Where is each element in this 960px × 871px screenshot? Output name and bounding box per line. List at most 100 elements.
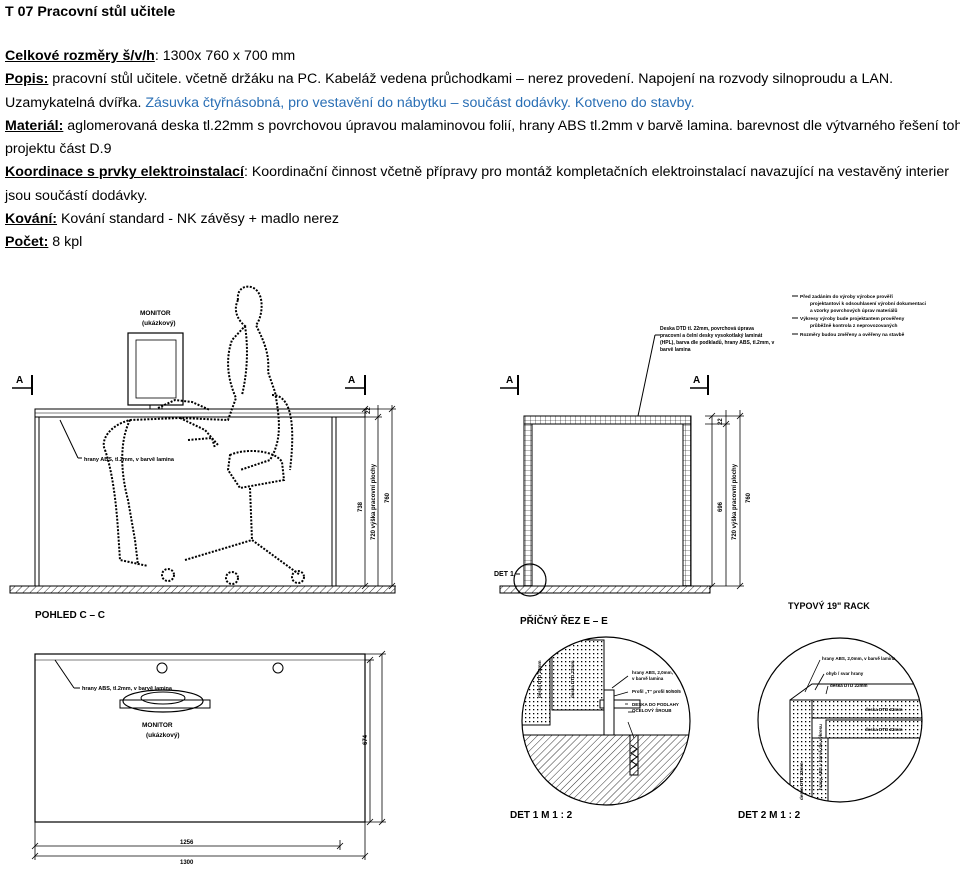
hardware-text: Kování standard - NK závěsy + madlo nere… xyxy=(57,211,339,228)
dim-760-e: 760 xyxy=(746,492,752,503)
hardware-row: Kování: Kování standard - NK závěsy + ma… xyxy=(5,208,957,231)
desk-side-right-e xyxy=(682,423,692,587)
description-label: Popis: xyxy=(5,71,49,88)
person-figure xyxy=(102,285,280,567)
hardware-label: Kování: xyxy=(5,211,58,228)
monitor-sublabel: (ukázkový) xyxy=(142,320,176,327)
monitor-side: MONITOR (ukázkový) xyxy=(127,310,184,410)
det1-marker: DET 1 xyxy=(494,571,514,578)
section-marker-a-e-left: A xyxy=(500,375,519,395)
coordination-row-cont: jsou součástí dodávky. xyxy=(5,187,148,204)
dim-674: 674 xyxy=(363,734,369,745)
marker-text: A xyxy=(348,375,355,386)
det2-note: ohyb / svar hrany xyxy=(826,671,864,676)
dim-720-e: 720 výška pracovní plochy xyxy=(732,463,738,540)
chair-figure xyxy=(161,394,305,585)
det1-note: hrany ABS, 2,0mm, xyxy=(632,670,673,675)
section-marker-a-right: A xyxy=(345,375,366,395)
description-row-2: Uzamykatelná dvířka. Zásuvka čtyřnásobná… xyxy=(5,92,957,115)
description-text: pracovní stůl učitele. včetně držáku na … xyxy=(48,71,894,88)
det2-note: deska DTD 22mm xyxy=(865,707,903,712)
coordination-text: : Koordinační činnost včetně přípravy pr… xyxy=(243,164,949,181)
dim-720-c: 720 výška pracovní plochy xyxy=(371,463,377,540)
dimensions-sep: : xyxy=(154,48,163,64)
edge-note-c: hrany ABS, tl.2mm, v barvě lamina xyxy=(84,457,175,463)
dimensions-c xyxy=(360,405,396,590)
desk-leg-right xyxy=(331,416,337,587)
det1-label: DET 1 M 1 : 2 xyxy=(510,810,573,821)
material-label: Materiál: xyxy=(5,117,64,134)
description-row: Popis: pracovní stůl učitele. včetně drž… xyxy=(5,68,957,91)
board-note-1: Deska DTD tl. 22mm, povrchová úprava xyxy=(660,326,754,332)
edge-note-plan: hrany ABS, tl.2mm, v barvě lamina xyxy=(82,686,173,692)
description-anchor: Kotveno do stavby. xyxy=(570,94,695,111)
description-socket: Zásuvka čtyřnásobná, pro vestavění do ná… xyxy=(141,94,571,111)
section-marker-a-left: A xyxy=(12,375,33,395)
dim-1256: 1256 xyxy=(180,840,194,846)
dimensions-label: Celkové rozměry š/v/h xyxy=(5,48,155,64)
det2-note: hrany ABS, 2,0mm, v barvě lamina xyxy=(822,656,896,661)
floor-c xyxy=(9,585,396,594)
material-text: aglomerovaná deska tl.22mm s povrchovou … xyxy=(63,117,960,134)
dim-760-c: 760 xyxy=(385,492,391,503)
dimensions-row: Celkové rozměry š/v/h: 1300x 760 x 700 m… xyxy=(5,45,957,68)
coordination-row: Koordinace s prvky elektroinstalací: Koo… xyxy=(5,161,957,184)
det1-note: v barvě lamina xyxy=(632,676,664,681)
detail-1-circle xyxy=(513,563,547,597)
count-row: Počet: 8 kpl xyxy=(5,231,957,254)
board-note-3: (HPL), barva dle podkladů, hrany ABS, tl… xyxy=(660,339,775,346)
description-lock: Uzamykatelná dvířka. xyxy=(5,94,142,111)
view-c-label: POHLED C – C xyxy=(35,610,105,621)
note-line: Před zadáním do výroby výrobce prověří xyxy=(800,294,893,300)
material-row: Materiál: aglomerovaná deska tl.22mm s p… xyxy=(5,115,960,138)
view-e-e: A A Deska DTD tl. 22mm, povrchová úprava… xyxy=(494,326,775,627)
monitor-label-plan: MONITOR xyxy=(142,722,173,729)
det1-note: OCELOVÝ ŠROUB xyxy=(632,706,672,713)
marker-text: A xyxy=(16,375,23,386)
det2-board-label: deska DTD 22mm xyxy=(799,762,804,800)
cable-grommet-right xyxy=(272,662,284,674)
board-note-2: pracovní a čelní desky vysokotlaký lamin… xyxy=(660,333,763,339)
note-line: Výkresy výroby bude projektantem prověře… xyxy=(800,316,905,322)
desk-leg-left xyxy=(34,416,40,587)
dim-1300: 1300 xyxy=(180,860,194,866)
det1-note: Profil „T“ profil 50/50/5 xyxy=(632,689,681,694)
dimensions-value: 1300x 760 x 700 mm xyxy=(162,48,296,64)
note-line: Rozměry budou změřeny a ověřeny na stavb… xyxy=(800,332,905,338)
section-marker-a-e-right: A xyxy=(690,375,709,395)
monitor-label: MONITOR xyxy=(140,310,171,317)
rack-label: TYPOVÝ 19" RACK xyxy=(788,600,870,611)
det1-board-label: deska DTD 22mm xyxy=(570,660,575,698)
det2-note: deska DTD 22mm xyxy=(830,683,868,688)
dimensions-e xyxy=(705,410,744,590)
detail-1: hrany ABS, 2,0mm, v barvě lamina Profil … xyxy=(510,636,691,821)
desk-plan xyxy=(34,653,366,823)
document-title: T 07 Pracovní stůl učitele xyxy=(5,4,176,20)
note-line: a vzorky povrchových úprav materiálů xyxy=(810,307,898,314)
plan-view: MONITOR (ukázkový) hrany ABS, tl.2mm, v … xyxy=(31,650,386,866)
dim-696-e: 696 xyxy=(718,501,724,512)
count-text: 8 kpl xyxy=(48,234,83,251)
board-note-4: barvě lamina xyxy=(660,347,691,353)
dim-22-e: 22 xyxy=(718,418,724,425)
view-c-c: A A MONITOR (ukázkový) xyxy=(9,285,396,621)
desk-top-e xyxy=(523,415,692,425)
note-line: průběžně kontrola z neprovozovaných xyxy=(810,322,897,329)
detail-2: hrany ABS, 2,0mm, v barvě lamina ohyb / … xyxy=(738,637,923,821)
note-line: projektantovi k odsouhlasení výrobní dok… xyxy=(810,301,926,307)
view-e-label: PŘÍČNÝ ŘEZ E – E xyxy=(520,614,608,627)
monitor-sublabel-plan: (ukázkový) xyxy=(146,732,180,739)
marker-text: A xyxy=(693,375,700,386)
dim-738-c: 738 xyxy=(358,501,364,512)
monitor-plan xyxy=(122,689,204,713)
det2-label: DET 2 M 1 : 2 xyxy=(738,810,801,821)
det2-note: hrany ABS v barvě dle výkresu xyxy=(818,724,823,790)
det2-note: deska DTD 22mm xyxy=(865,727,903,732)
det1-note: DESKA DO PODLAHY xyxy=(632,702,679,707)
count-label: Počet: xyxy=(5,234,49,251)
det1-board-label: deska DTD 22mm xyxy=(537,660,542,698)
coordination-label: Koordinace s prvky elektroinstalací xyxy=(5,164,244,181)
notes-right: Před zadáním do výroby výrobce prověří p… xyxy=(792,294,926,338)
specification-text: T 07 Pracovní stůl učitele Celkové rozmě… xyxy=(5,0,960,255)
